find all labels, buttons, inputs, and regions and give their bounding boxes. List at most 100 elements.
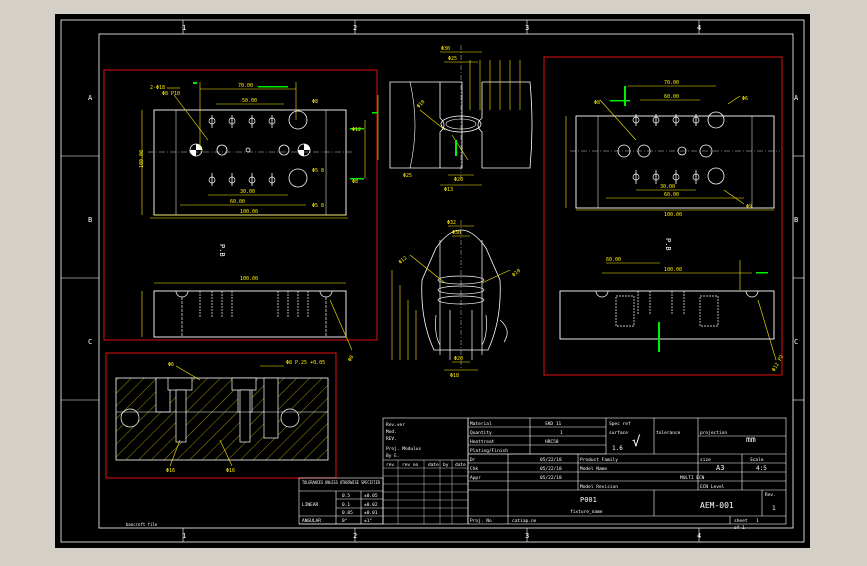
right-dim-label: Φ9 <box>746 204 752 210</box>
mid-dim-label: Φ18 <box>450 373 459 379</box>
detail-label: Φ8 P.25 +0.05 <box>286 360 325 366</box>
corner-note: bancroft file <box>126 522 158 527</box>
left-dim-label: 100.00 <box>240 209 258 215</box>
row-marker-b: B <box>88 216 92 224</box>
left-view[interactable]: 2-Φ18 Φ8 P10 70.00 50.00 Φ8 Φ12 Φ8 30.00… <box>103 69 378 363</box>
middle-view-bottom[interactable]: Φ32 Φ30 Φ20 Φ18 Φ12 Φ10 <box>391 220 522 379</box>
row-marker-c: C <box>88 338 92 346</box>
mid-dim-label: Φ10 <box>511 268 522 278</box>
signoff-date: 05/22/18 <box>540 466 562 472</box>
left-dim-label: Φ5 8 <box>312 168 324 174</box>
spec-label: Spec ref <box>609 421 631 427</box>
right-dim-label: 70.00 <box>664 80 679 86</box>
revision-col: date <box>455 462 466 468</box>
projection-label: projection <box>700 430 727 436</box>
revision-label: By E. <box>386 453 400 459</box>
check-mark: √ <box>632 434 641 450</box>
tolerance-cell: 0.1 <box>342 502 350 508</box>
col-marker-3: 3 <box>525 24 529 32</box>
quantity-label: Quantity <box>470 430 492 436</box>
part-number: P001 <box>580 496 597 504</box>
mid-dim-label: Φ20 <box>454 177 463 183</box>
mid-dim-label: Φ13 <box>444 187 453 193</box>
left-dim-label: Φ12 <box>352 127 361 133</box>
detail-label: Φ16 <box>166 468 175 474</box>
col-marker-4-bottom: 4 <box>697 532 701 540</box>
surface-label: surface <box>609 430 628 436</box>
heattreat-value: HRC58 <box>545 439 559 445</box>
roughness-value: 1.6 <box>612 445 623 452</box>
signoff-role: Appr <box>470 475 481 481</box>
revision-col: by <box>443 462 449 468</box>
row-marker-a-right: A <box>794 94 799 102</box>
signoff-date: 05/22/18 <box>540 457 562 463</box>
left-dim-label: Φ8 <box>347 355 355 363</box>
left-dim-label: Φ8 P10 <box>162 91 180 97</box>
right-view-label: P.B <box>664 238 672 251</box>
right-view[interactable]: 70.00 60.00 Φ8 30.00 Φ9 Φ6 60.00 100.00 … <box>543 56 785 376</box>
tolerance-cell: 0.05 <box>342 510 353 516</box>
signoff-date: 05/22/18 <box>540 475 562 481</box>
row-marker-b-right: B <box>794 216 798 224</box>
left-view-label: P.B <box>218 244 226 257</box>
tolerance-cell: ±1° <box>364 518 372 524</box>
size-label: size <box>700 457 711 463</box>
middle-view-top[interactable]: Φ30 Φ25 Φ20 Φ13 Φ10 Φ25 <box>372 45 533 193</box>
left-dim-label: 70.00 <box>238 83 253 89</box>
right-dim-label: Φ6 <box>742 96 748 102</box>
mid-dim-label: Φ32 <box>447 220 456 226</box>
right-dim-label: Φ8 <box>594 100 600 106</box>
tolerance-label: tolerance <box>656 430 681 436</box>
rev-value: 1 <box>772 505 776 512</box>
row-marker-a: A <box>88 94 93 102</box>
detail-section[interactable]: Φ6 Φ8 P.25 +0.05 Φ16 Φ16 <box>105 352 337 479</box>
right-dim-label: 60.00 <box>664 94 679 100</box>
part-name: fixture_name <box>570 509 603 515</box>
mid-dim-label: Φ25 <box>448 56 457 62</box>
left-dim-label: Φ5 8 <box>312 203 324 209</box>
signoff-field: Product Family <box>580 457 618 463</box>
scale-value: 4:5 <box>756 465 767 472</box>
revision-col: rev no <box>402 463 419 468</box>
right-dim-label: 60.00 <box>606 257 621 263</box>
sheet-label: sheet <box>734 518 748 524</box>
right-dim-label: 100.00 <box>664 212 682 218</box>
col-marker-1: 1 <box>182 24 186 32</box>
left-dim-label: 50.00 <box>242 98 257 104</box>
right-dim-label: 30.00 <box>660 184 675 190</box>
signoff-value: ECN Level <box>700 484 725 490</box>
right-dim-label: 60.00 <box>664 192 679 198</box>
col-marker-2: 2 <box>353 24 357 32</box>
left-dim-label: 60.00 <box>230 199 245 205</box>
proj-label: Proj. No <box>470 518 492 524</box>
tolerance-cell: ±0.01 <box>364 510 378 516</box>
drawing-number: AEM-001 <box>700 501 734 510</box>
mid-dim-label: Φ12 <box>398 255 409 265</box>
left-dim-label: 2-Φ18 <box>150 85 165 91</box>
signoff-field: Model Name <box>580 466 607 472</box>
sheet-of: of 1 <box>734 525 745 531</box>
tolerance-cell: 0.5 <box>342 493 350 499</box>
row-marker-c-right: C <box>794 338 798 346</box>
mid-dim-label: Φ25 <box>403 173 412 179</box>
mid-dim-label: Φ30 <box>452 230 461 236</box>
revision-label: REV. <box>386 436 397 442</box>
plating-label: Plating/Finish <box>470 448 508 454</box>
scale-label: Scale <box>750 457 764 463</box>
tolerance-title: TOLERANCES UNLESS OTHERWISE SPECIFIED <box>302 480 380 486</box>
revision-col: rev <box>386 463 394 468</box>
left-dim-label: 30.00 <box>240 189 255 195</box>
detail-label: Φ6 <box>168 362 174 368</box>
mid-dim-label: Φ30 <box>441 46 450 52</box>
proj-value: catiap.no <box>512 518 537 524</box>
tolerance-angular: ANGULAR <box>302 518 321 524</box>
tolerance-linear: LINEAR <box>302 502 319 508</box>
left-dim-label: 100.00 <box>240 276 258 282</box>
title-block[interactable] <box>298 417 787 525</box>
signoff-role: Chk <box>470 466 478 472</box>
left-dim-label: Φ8 <box>312 99 318 105</box>
revision-label: Mod. <box>386 429 397 435</box>
rev-label: Rev. <box>765 492 776 498</box>
